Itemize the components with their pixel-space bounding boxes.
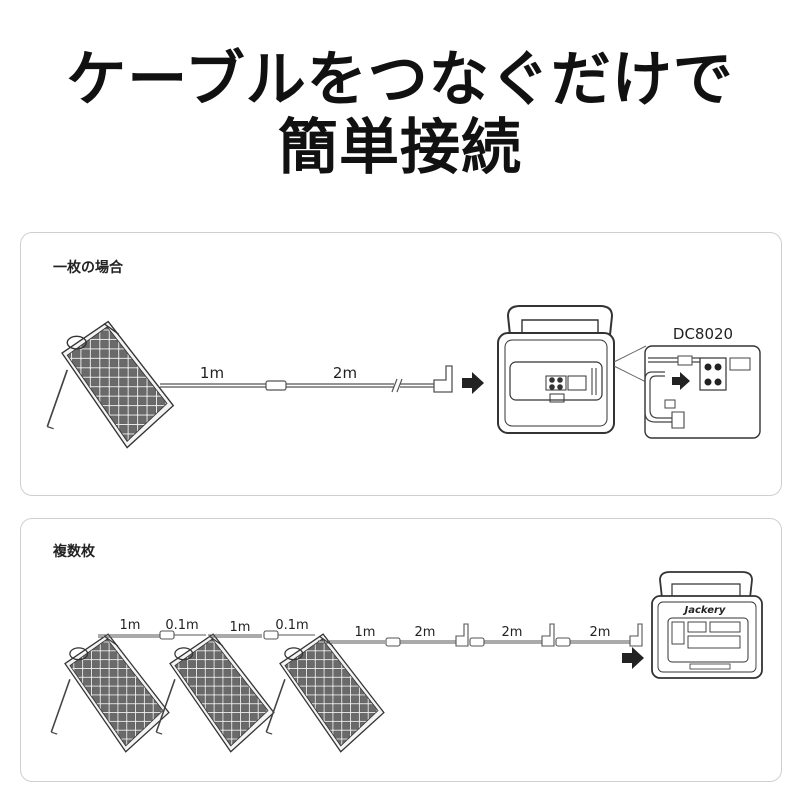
cable-label-1: 1m (120, 618, 141, 633)
cable-label-7: 2m (502, 625, 523, 640)
multiple-cable-line (98, 623, 643, 647)
cable-label-5: 1m (355, 625, 376, 640)
multiple-solar-panels-image (50, 633, 385, 753)
cable-label-8: 2m (590, 625, 611, 640)
brand-logo: Jackery (683, 605, 726, 616)
multiple-power-station-image (651, 571, 763, 679)
headline-line-1: ケーブルをつなぐだけで (66, 45, 734, 115)
single-panel-label: 一枚の場合 (53, 260, 123, 276)
single-solar-panel-image (46, 320, 175, 449)
cable-label-3: 1m (230, 620, 251, 635)
port-zoom-callout (613, 345, 761, 439)
arrow-right-icon (462, 372, 484, 394)
cable-label-4: 0.1m (275, 618, 308, 633)
cable-label-2: 0.1m (165, 618, 198, 633)
connector-label: DC8020 (673, 325, 733, 343)
single-cable-length-1: 1m (200, 364, 224, 382)
cable-label-6: 2m (415, 625, 436, 640)
single-cable-length-2: 2m (333, 364, 357, 382)
single-cable-line (160, 365, 453, 393)
arrow-right-icon (622, 647, 644, 669)
multiple-cable-labels: 1m 0.1m 1m 0.1m 1m 2m 2m 2m (120, 618, 611, 640)
multiple-panel-label: 複数枚 (53, 544, 95, 560)
single-power-station-image (497, 305, 615, 434)
headline-line-2: 簡単接続 (278, 113, 522, 183)
